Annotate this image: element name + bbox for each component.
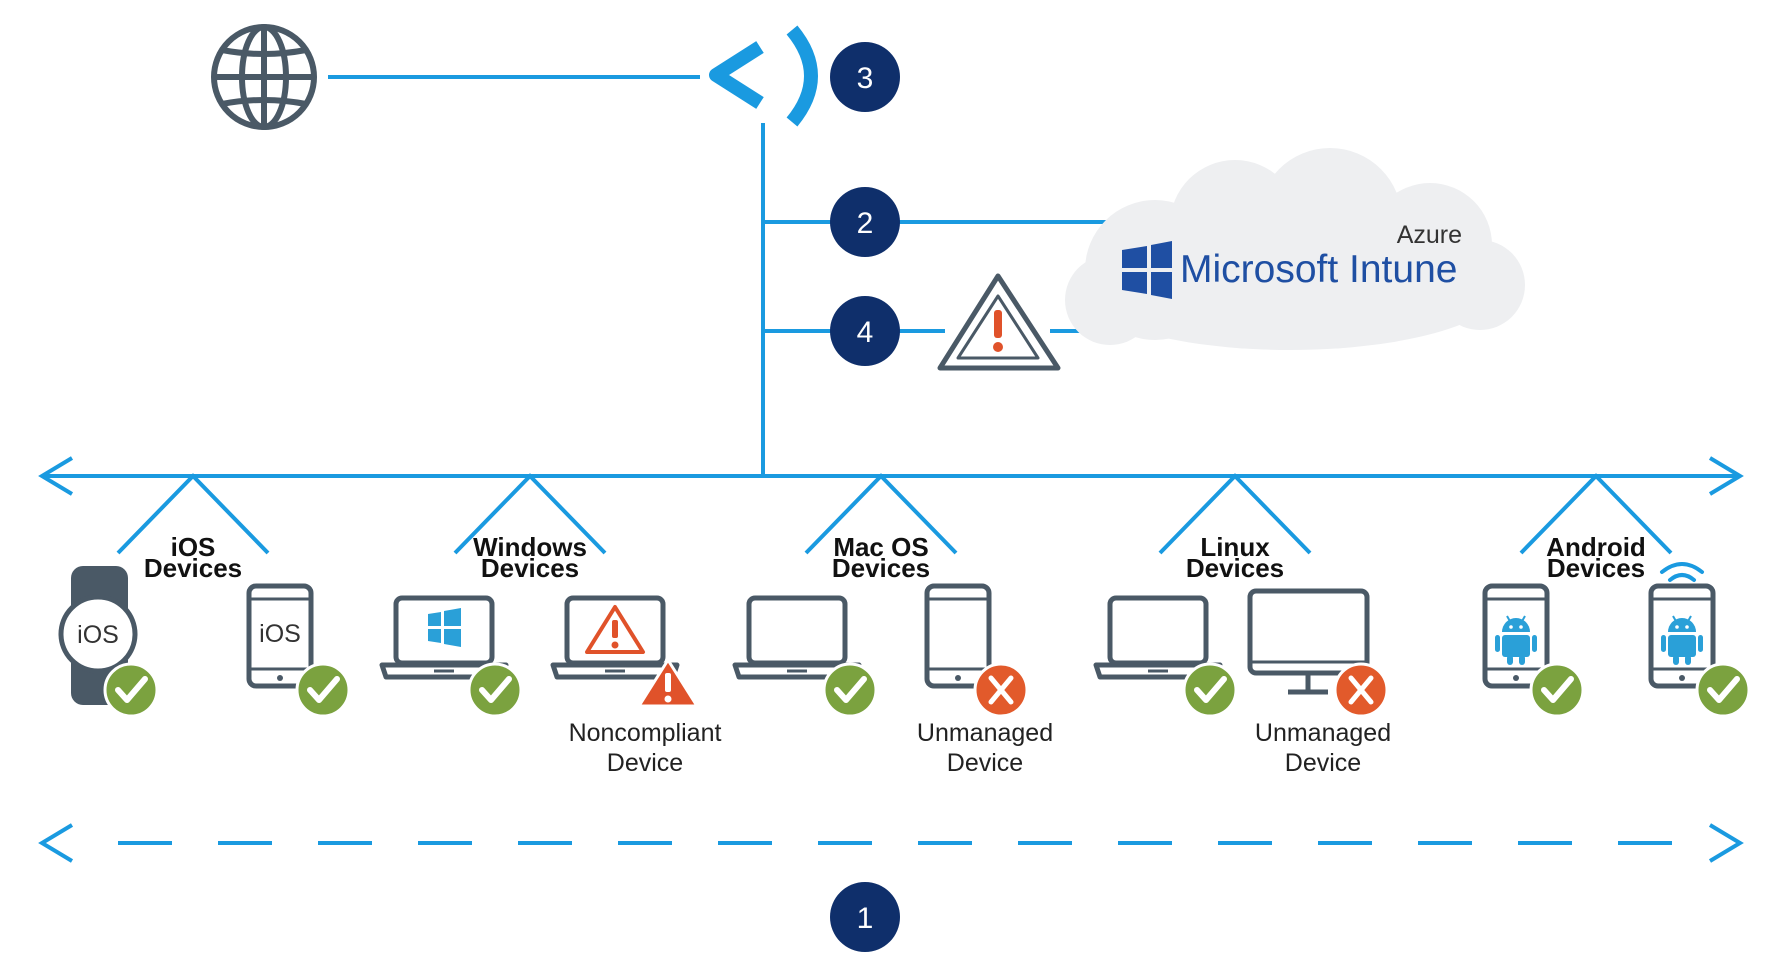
warning-icon (585, 605, 645, 654)
group-label-ios: iOS Devices (144, 532, 242, 583)
globe-icon (211, 24, 317, 130)
windows-noncompliant-laptop (553, 598, 699, 708)
linux-unmanaged-desktop (1247, 588, 1387, 716)
watch-os-label: iOS (77, 621, 119, 649)
step-2-number: 2 (857, 207, 874, 240)
step-4-badge: 4 (830, 296, 900, 366)
android-phone (1485, 586, 1583, 716)
x-badge-icon (975, 664, 1027, 716)
hub-ios (116, 473, 270, 555)
bracket-logo-icon (709, 25, 818, 127)
noncompliant-device-note: Noncompliant Device (569, 719, 722, 777)
check-badge-icon (824, 664, 876, 716)
android-wireless-phone (1651, 562, 1749, 716)
windows-label-line2: Devices (481, 553, 579, 583)
ios-label-line2: Devices (144, 553, 242, 583)
step-1-number: 1 (857, 902, 874, 935)
macos-laptop (735, 598, 876, 716)
group-label-windows: Windows Devices (473, 532, 587, 583)
noncompliant-line1: Noncompliant (569, 719, 722, 747)
check-badge-icon (469, 664, 521, 716)
check-badge-icon (1531, 664, 1583, 716)
ios-phone: iOS (249, 586, 349, 716)
unmanaged-linux-note: Unmanaged Device (1255, 719, 1391, 777)
hub-android (1519, 473, 1673, 555)
linux-laptop (1096, 598, 1236, 716)
windows-logo-icon (428, 608, 461, 647)
step-3-number: 3 (857, 62, 874, 95)
check-badge-icon (297, 664, 349, 716)
unmanaged-mac-note: Unmanaged Device (917, 719, 1053, 777)
windows-label-line1: Windows (473, 532, 587, 562)
linux-label-line1: Linux (1200, 532, 1270, 562)
group-label-android: Android Devices (1546, 532, 1646, 583)
azure-cloud: Azure Microsoft Intune (1065, 148, 1525, 350)
android-label-line1: Android (1546, 532, 1646, 562)
ios-label-line1: iOS (171, 532, 216, 562)
warning-badge-icon (637, 658, 699, 708)
dashed-arrow-left (38, 823, 74, 863)
unmanaged-mac-line2: Device (947, 749, 1023, 777)
windows-laptop (382, 598, 521, 716)
ios-watch: iOS (58, 566, 157, 716)
android-label-line2: Devices (1547, 553, 1645, 583)
warning-triangle-icon (937, 273, 1061, 371)
hub-macos (804, 473, 958, 555)
macos-label-line2: Devices (832, 553, 930, 583)
check-badge-icon (1697, 664, 1749, 716)
macos-label-line1: Mac OS (833, 532, 928, 562)
wifi-icon (1660, 562, 1704, 582)
phone-os-label: iOS (259, 620, 301, 648)
hub-windows (453, 473, 607, 555)
group-label-linux: Linux Devices (1186, 532, 1284, 583)
azure-label: Azure (1397, 221, 1462, 249)
unmanaged-mac-line1: Unmanaged (917, 719, 1053, 747)
check-badge-icon (105, 664, 157, 716)
step-1-badge: 1 (830, 882, 900, 952)
linux-label-line2: Devices (1186, 553, 1284, 583)
step-4-number: 4 (857, 316, 874, 349)
x-badge-icon (1335, 664, 1387, 716)
check-badge-icon (1184, 664, 1236, 716)
intune-label: Microsoft Intune (1180, 248, 1457, 291)
macos-unmanaged-phone (927, 586, 1027, 716)
unmanaged-linux-line1: Unmanaged (1255, 719, 1391, 747)
dashed-arrow-right (1708, 823, 1744, 863)
noncompliant-line2: Device (607, 749, 683, 777)
bus-arrow-right (1708, 456, 1744, 496)
group-hubs (116, 473, 1673, 555)
windows-logo-icon (1122, 241, 1172, 299)
hub-linux (1158, 473, 1312, 555)
group-label-macos: Mac OS Devices (832, 532, 930, 583)
unmanaged-linux-line2: Device (1285, 749, 1361, 777)
step-2-badge: 2 (830, 187, 900, 257)
bus-arrow-left (38, 456, 74, 496)
step-3-badge: 3 (830, 42, 900, 112)
